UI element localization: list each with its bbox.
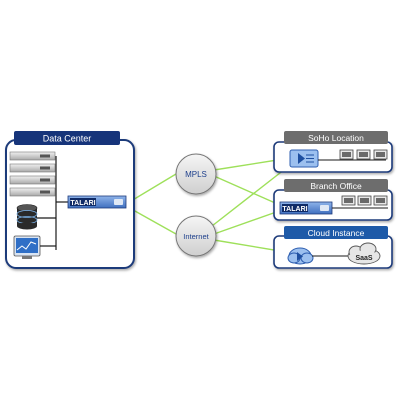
workstation-icon bbox=[373, 149, 388, 160]
mpls-cloud bbox=[175, 153, 217, 195]
server-rack-unit bbox=[9, 187, 56, 197]
workstation-icon bbox=[373, 195, 388, 206]
monitoring-monitor-icon bbox=[13, 235, 41, 259]
virtual-appliance-cloud-icon bbox=[287, 247, 314, 265]
branch-header bbox=[284, 179, 388, 192]
workstation-icon bbox=[341, 195, 356, 206]
link-internet-branch bbox=[213, 209, 283, 235]
branch-title: Branch Office bbox=[310, 181, 362, 191]
mpls-label: MPLS bbox=[185, 170, 207, 179]
soho-panel: SoHo Location bbox=[273, 131, 393, 173]
saas-cloud-icon: SaaS bbox=[347, 242, 381, 265]
soho-edge-device-icon bbox=[289, 149, 319, 168]
workstation-icon bbox=[357, 195, 372, 206]
mpls-network: MPLS bbox=[175, 153, 217, 195]
workstation-icon bbox=[339, 149, 354, 160]
data-center-header bbox=[14, 131, 120, 145]
cloud-instance-panel: Cloud Instance SaaS bbox=[273, 226, 393, 269]
talari-label-branch: TALARI bbox=[282, 206, 307, 213]
link-mpls-branch bbox=[213, 175, 283, 207]
internet-network: Internet bbox=[175, 215, 217, 257]
soho-header bbox=[284, 131, 388, 144]
server-rack-unit bbox=[9, 151, 56, 161]
talari-appliance-branch: TALARI bbox=[279, 201, 333, 215]
talari-label-dc: TALARI bbox=[70, 200, 95, 207]
soho-title: SoHo Location bbox=[308, 133, 364, 143]
cloud-instance-title: Cloud Instance bbox=[308, 228, 365, 238]
data-center-panel: Data Center bbox=[5, 131, 135, 269]
internet-label: Internet bbox=[183, 232, 209, 241]
talari-appliance-dc: TALARI bbox=[67, 195, 127, 209]
saas-label: SaaS bbox=[355, 255, 372, 262]
server-rack-unit bbox=[9, 163, 56, 173]
database-icon bbox=[16, 204, 38, 230]
internet-cloud bbox=[175, 215, 217, 257]
server-rack-unit bbox=[9, 175, 56, 185]
branch-panel: Branch Office TALARI bbox=[273, 179, 393, 221]
cloud-instance-header bbox=[284, 226, 388, 239]
data-center-title: Data Center bbox=[43, 134, 92, 144]
workstation-icon bbox=[356, 149, 371, 160]
